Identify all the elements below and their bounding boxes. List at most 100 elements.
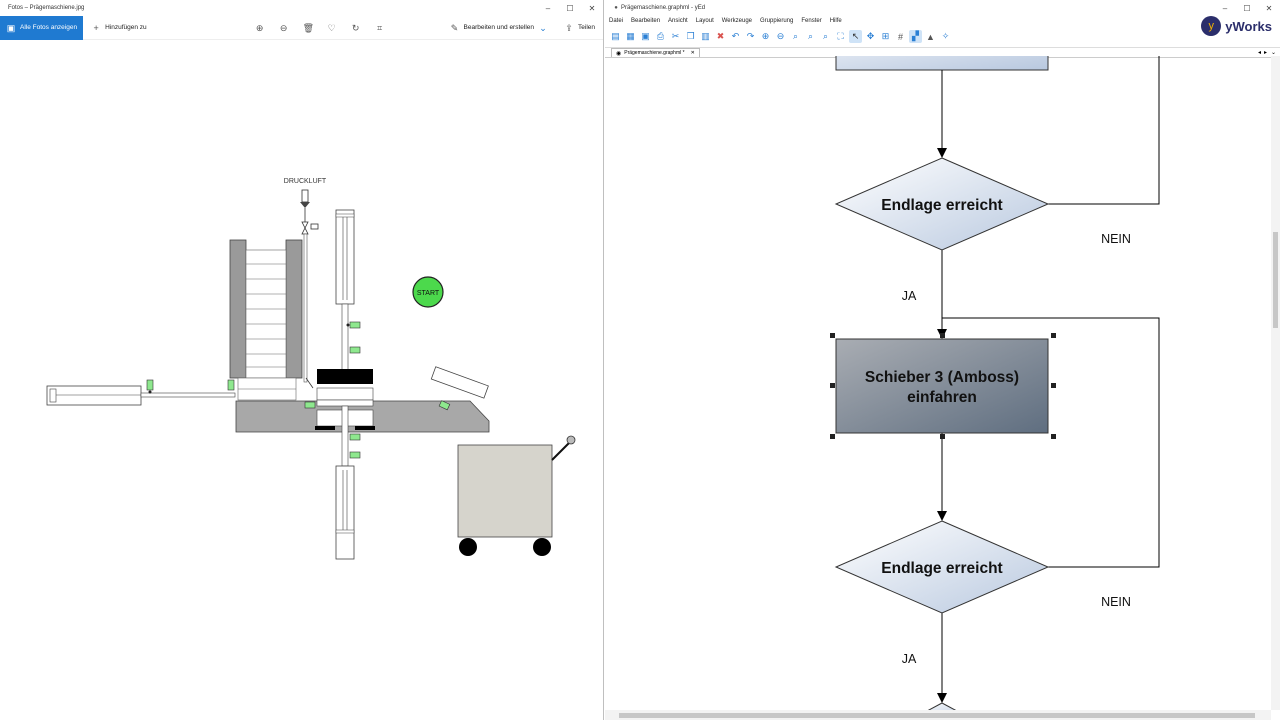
- overview-icon[interactable]: ▲: [926, 31, 935, 42]
- menu-fenster[interactable]: Fenster: [801, 18, 822, 24]
- tab-close-icon[interactable]: ✕: [690, 50, 695, 56]
- previous-process-node[interactable]: [835, 56, 1049, 71]
- zoom-selection-icon[interactable]: ⌕: [822, 31, 829, 41]
- print-icon[interactable]: ⎙: [656, 31, 665, 41]
- decision-node-2[interactable]: [834, 520, 1050, 614]
- all-photos-button[interactable]: ▣ Alle Fotos anzeigen: [0, 15, 84, 40]
- copy-icon[interactable]: ❐: [686, 31, 695, 41]
- maximize-icon[interactable]: ☐: [1243, 3, 1251, 13]
- air-valve: [300, 189, 319, 389]
- edge-label-no-2: NEIN: [1101, 595, 1131, 609]
- zoom-in-icon[interactable]: ⊕: [761, 31, 770, 41]
- menu-layout[interactable]: Layout: [695, 18, 714, 24]
- yworks-logo: y yWorks: [1201, 16, 1272, 36]
- chevron-down-icon: ⌄: [539, 22, 547, 33]
- magic-wand-icon[interactable]: ✧: [941, 31, 950, 41]
- next-decision-node[interactable]: [914, 702, 970, 710]
- left-cylinder: [46, 379, 236, 406]
- undo-icon[interactable]: ↶: [731, 31, 740, 41]
- edge-no-loop-2[interactable]: [942, 317, 1160, 568]
- process-node-label-line1: Schieber 3 (Amboss): [865, 369, 1019, 386]
- edge-no-loop-1[interactable]: [1048, 56, 1160, 205]
- fit-content-icon[interactable]: ⛶: [837, 31, 844, 41]
- zoom-out-icon[interactable]: ⊖: [279, 22, 288, 33]
- menu-bearbeiten[interactable]: Bearbeiten: [631, 18, 661, 24]
- start-label: START: [417, 290, 440, 297]
- magazine: [229, 239, 303, 401]
- selection-handles[interactable]: [830, 333, 1056, 439]
- new-document-icon[interactable]: ▤: [611, 31, 620, 41]
- heart-icon[interactable]: ♡: [327, 22, 336, 33]
- rotate-icon[interactable]: ↻: [351, 22, 360, 33]
- tab-scroll-left-icon[interactable]: ◂: [1257, 50, 1261, 56]
- edge-label-yes-2: JA: [902, 652, 917, 666]
- minimize-icon[interactable]: –: [545, 3, 551, 13]
- crop-icon[interactable]: ⌗: [377, 22, 383, 33]
- edge-label-yes-1: JA: [902, 289, 917, 303]
- tab-document[interactable]: ◉ Prägemaschiene.graphml * ✕: [611, 48, 700, 57]
- photo-icon: ▣: [6, 22, 16, 33]
- machine-image: DRUCKLUFT: [46, 178, 576, 560]
- yed-window: ● Prägemaschiene.graphml - yEd – ☐ ✕ Dat…: [605, 0, 1280, 720]
- menu-ansicht[interactable]: Ansicht: [668, 18, 688, 24]
- move-icon[interactable]: ✥: [866, 31, 875, 41]
- press-unit: [304, 209, 375, 560]
- process-node-selected[interactable]: [835, 338, 1049, 434]
- save-icon[interactable]: ▣: [641, 31, 650, 41]
- close-icon[interactable]: ✕: [1265, 3, 1273, 13]
- menu-bar: Datei Bearbeiten Ansicht Layout Werkzeug…: [605, 16, 1280, 26]
- all-photos-label: Alle Fotos anzeigen: [20, 24, 78, 31]
- zoom-icon[interactable]: ⌕: [792, 31, 799, 41]
- edit-mode-icon[interactable]: ↖: [849, 30, 862, 43]
- yed-titlebar: ● Prägemaschiene.graphml - yEd – ☐ ✕: [605, 0, 1280, 16]
- share-button[interactable]: ⇪ Teilen: [556, 23, 603, 33]
- graph-file-icon: ◉: [616, 50, 622, 57]
- close-icon[interactable]: ✕: [588, 3, 596, 13]
- menu-datei[interactable]: Datei: [609, 18, 624, 24]
- edit-create-button[interactable]: ✎ Bearbeiten und erstellen ⌄: [442, 23, 556, 33]
- yworks-logo-text: yWorks: [1225, 18, 1272, 34]
- orthogonal-edges-icon[interactable]: ⊞: [881, 31, 890, 41]
- cut-icon[interactable]: ✂: [671, 31, 680, 41]
- minimize-icon[interactable]: –: [1222, 3, 1228, 13]
- edit-icon: ✎: [450, 22, 459, 33]
- edge-label-no-1: NEIN: [1101, 232, 1131, 246]
- decision-node-1[interactable]: [834, 157, 1050, 251]
- horizontal-scroll-thumb[interactable]: [619, 713, 1255, 718]
- snap-icon[interactable]: ▞: [909, 30, 922, 43]
- edit-create-label: Bearbeiten und erstellen: [463, 24, 535, 31]
- grid-icon[interactable]: #: [897, 31, 903, 42]
- tab-scroll-right-icon[interactable]: ▸: [1263, 50, 1267, 56]
- menu-werkzeuge[interactable]: Werkzeuge: [721, 18, 752, 24]
- zoom-out-icon[interactable]: ⊖: [776, 31, 785, 41]
- horizontal-scrollbar[interactable]: [605, 710, 1271, 720]
- redo-icon[interactable]: ↷: [746, 31, 755, 41]
- vertical-scroll-thumb[interactable]: [1273, 232, 1278, 328]
- menu-hilfe[interactable]: Hilfe: [829, 18, 842, 24]
- paste-icon[interactable]: ▥: [701, 31, 710, 41]
- open-folder-icon[interactable]: ▦: [626, 31, 635, 41]
- process-node-label-line2: einfahren: [907, 389, 977, 406]
- add-to-label: Hinzufügen zu: [105, 24, 147, 31]
- photos-window: Fotos – Prägemaschiene.jpg – ☐ ✕ ▣ Alle …: [0, 0, 604, 720]
- vertical-scrollbar[interactable]: [1271, 56, 1280, 710]
- zoom-fit-icon[interactable]: ⌕: [807, 31, 814, 41]
- yed-app-icon: ●: [614, 5, 618, 11]
- yworks-logo-mark: y: [1201, 16, 1222, 36]
- tab-document-label: Prägemaschiene.graphml *: [624, 50, 685, 56]
- plus-icon: +: [93, 22, 99, 33]
- photos-window-title: Fotos – Prägemaschiene.jpg: [8, 5, 85, 11]
- tab-list-icon[interactable]: ⌄: [1270, 50, 1276, 56]
- decision-node-1-label: Endlage erreicht: [881, 197, 1002, 214]
- delete-icon[interactable]: ✖: [716, 31, 725, 41]
- maximize-icon[interactable]: ☐: [566, 3, 574, 13]
- zoom-in-icon[interactable]: ⊕: [255, 22, 264, 33]
- graph-canvas: Endlage erreicht NEIN JA Schieber 3 (Amb…: [830, 56, 1160, 710]
- yed-window-title: Prägemaschiene.graphml - yEd: [621, 5, 706, 11]
- start-button[interactable]: [412, 276, 444, 308]
- delete-icon[interactable]: 🗑: [302, 22, 315, 33]
- menu-gruppierung[interactable]: Gruppierung: [760, 18, 794, 24]
- add-to-button[interactable]: + Hinzufügen zu: [83, 23, 155, 33]
- decision-node-2-label: Endlage erreicht: [881, 560, 1002, 577]
- compressed-air-label: DRUCKLUFT: [284, 178, 327, 185]
